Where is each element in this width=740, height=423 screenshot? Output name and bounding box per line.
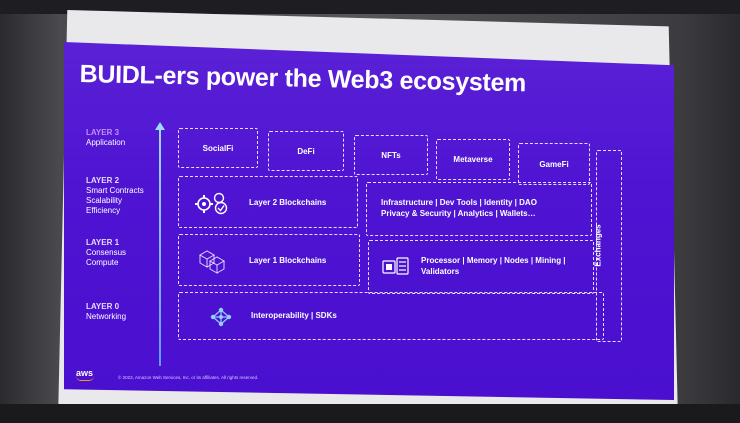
layer-1-resources-line: Processor | Memory | Nodes | Mining | bbox=[421, 256, 566, 265]
aws-logo: aws bbox=[76, 368, 94, 381]
layer-1-resources-text: Processor | Memory | Nodes | Mining | Va… bbox=[421, 255, 566, 277]
layer-2-line: Smart Contracts bbox=[86, 186, 144, 195]
layer-1-resources-box: Processor | Memory | Nodes | Mining | Va… bbox=[368, 240, 594, 294]
network-icon bbox=[210, 307, 232, 327]
layer-2-main-text: Layer 2 Blockchains bbox=[249, 198, 327, 207]
layer-1-blockchains-box: Layer 1 Blockchains bbox=[178, 234, 360, 286]
gears-icon bbox=[195, 192, 228, 215]
app-box-label: SocialFi bbox=[202, 143, 234, 153]
layer-1-line: Consensus bbox=[86, 248, 127, 257]
layer-0-label: LAYER 0 Networking bbox=[86, 302, 126, 322]
layer-3-name: LAYER 3 bbox=[86, 128, 120, 137]
copyright-text: © 2023, Amazon Web Services, Inc. or its… bbox=[118, 375, 259, 380]
app-box-gamefi: GameFi bbox=[518, 143, 590, 185]
layer-1-resources-line: Validators bbox=[421, 267, 460, 276]
layer-3-label: LAYER 3 Application bbox=[86, 128, 125, 148]
app-box-label: DeFi bbox=[297, 146, 315, 156]
arrow-up-icon bbox=[155, 122, 165, 130]
ceiling bbox=[0, 0, 740, 14]
slide-title: BUIDL-ers power the Web3 ecosystem bbox=[79, 60, 527, 98]
layer-1-line: Compute bbox=[86, 258, 119, 267]
layer-2-name: LAYER 2 bbox=[86, 176, 120, 185]
layer-2-label: LAYER 2 Smart Contracts Scalability Effi… bbox=[86, 176, 144, 216]
layer-2-services-box: Infrastructure | Dev Tools | Identity | … bbox=[366, 182, 592, 236]
layer-0-line: Networking bbox=[86, 312, 127, 321]
floor-shadow bbox=[0, 404, 740, 423]
layer-axis-line bbox=[159, 128, 161, 366]
app-box-label: Metaverse bbox=[453, 155, 493, 164]
layer-2-services-text: Infrastructure | Dev Tools | Identity | … bbox=[381, 197, 537, 219]
layer-2-line: Scalability bbox=[86, 196, 123, 205]
layer-1-main-text: Layer 1 Blockchains bbox=[249, 256, 327, 265]
cubes-icon bbox=[198, 250, 226, 274]
exchanges-label: Exchanges bbox=[593, 224, 603, 267]
app-box-metaverse: Metaverse bbox=[436, 139, 510, 180]
layer-1-label: LAYER 1 Consensus Compute bbox=[86, 238, 126, 268]
app-box-nfts: NFTs bbox=[354, 135, 428, 175]
layer-2-services-line: Infrastructure | Dev Tools | Identity | … bbox=[381, 198, 537, 207]
layer-0-networking-box: Interoperability | SDKs bbox=[178, 292, 604, 340]
layer-2-services-line: Privacy & Security | Analytics | Wallets… bbox=[381, 209, 536, 218]
aws-logo-text: aws bbox=[76, 368, 94, 378]
slide: BUIDL-ers power the Web3 ecosystem LAYER… bbox=[64, 42, 674, 400]
layer-2-blockchains-box: Layer 2 Blockchains bbox=[178, 176, 358, 228]
app-box-socialfi: SocialFi bbox=[178, 128, 258, 168]
app-box-label: NFTs bbox=[381, 150, 401, 160]
layer-0-main-text: Interoperability | SDKs bbox=[251, 311, 337, 320]
app-box-label: GameFi bbox=[539, 159, 569, 169]
exchanges-box: Exchanges bbox=[593, 150, 622, 342]
server-icon bbox=[382, 257, 409, 275]
app-box-defi: DeFi bbox=[268, 131, 344, 171]
layer-0-name: LAYER 0 bbox=[86, 302, 120, 311]
layer-2-line: Efficiency bbox=[86, 206, 121, 215]
aws-smile-icon bbox=[76, 376, 94, 381]
layer-3-line: Application bbox=[86, 138, 126, 147]
layer-1-name: LAYER 1 bbox=[86, 238, 120, 247]
